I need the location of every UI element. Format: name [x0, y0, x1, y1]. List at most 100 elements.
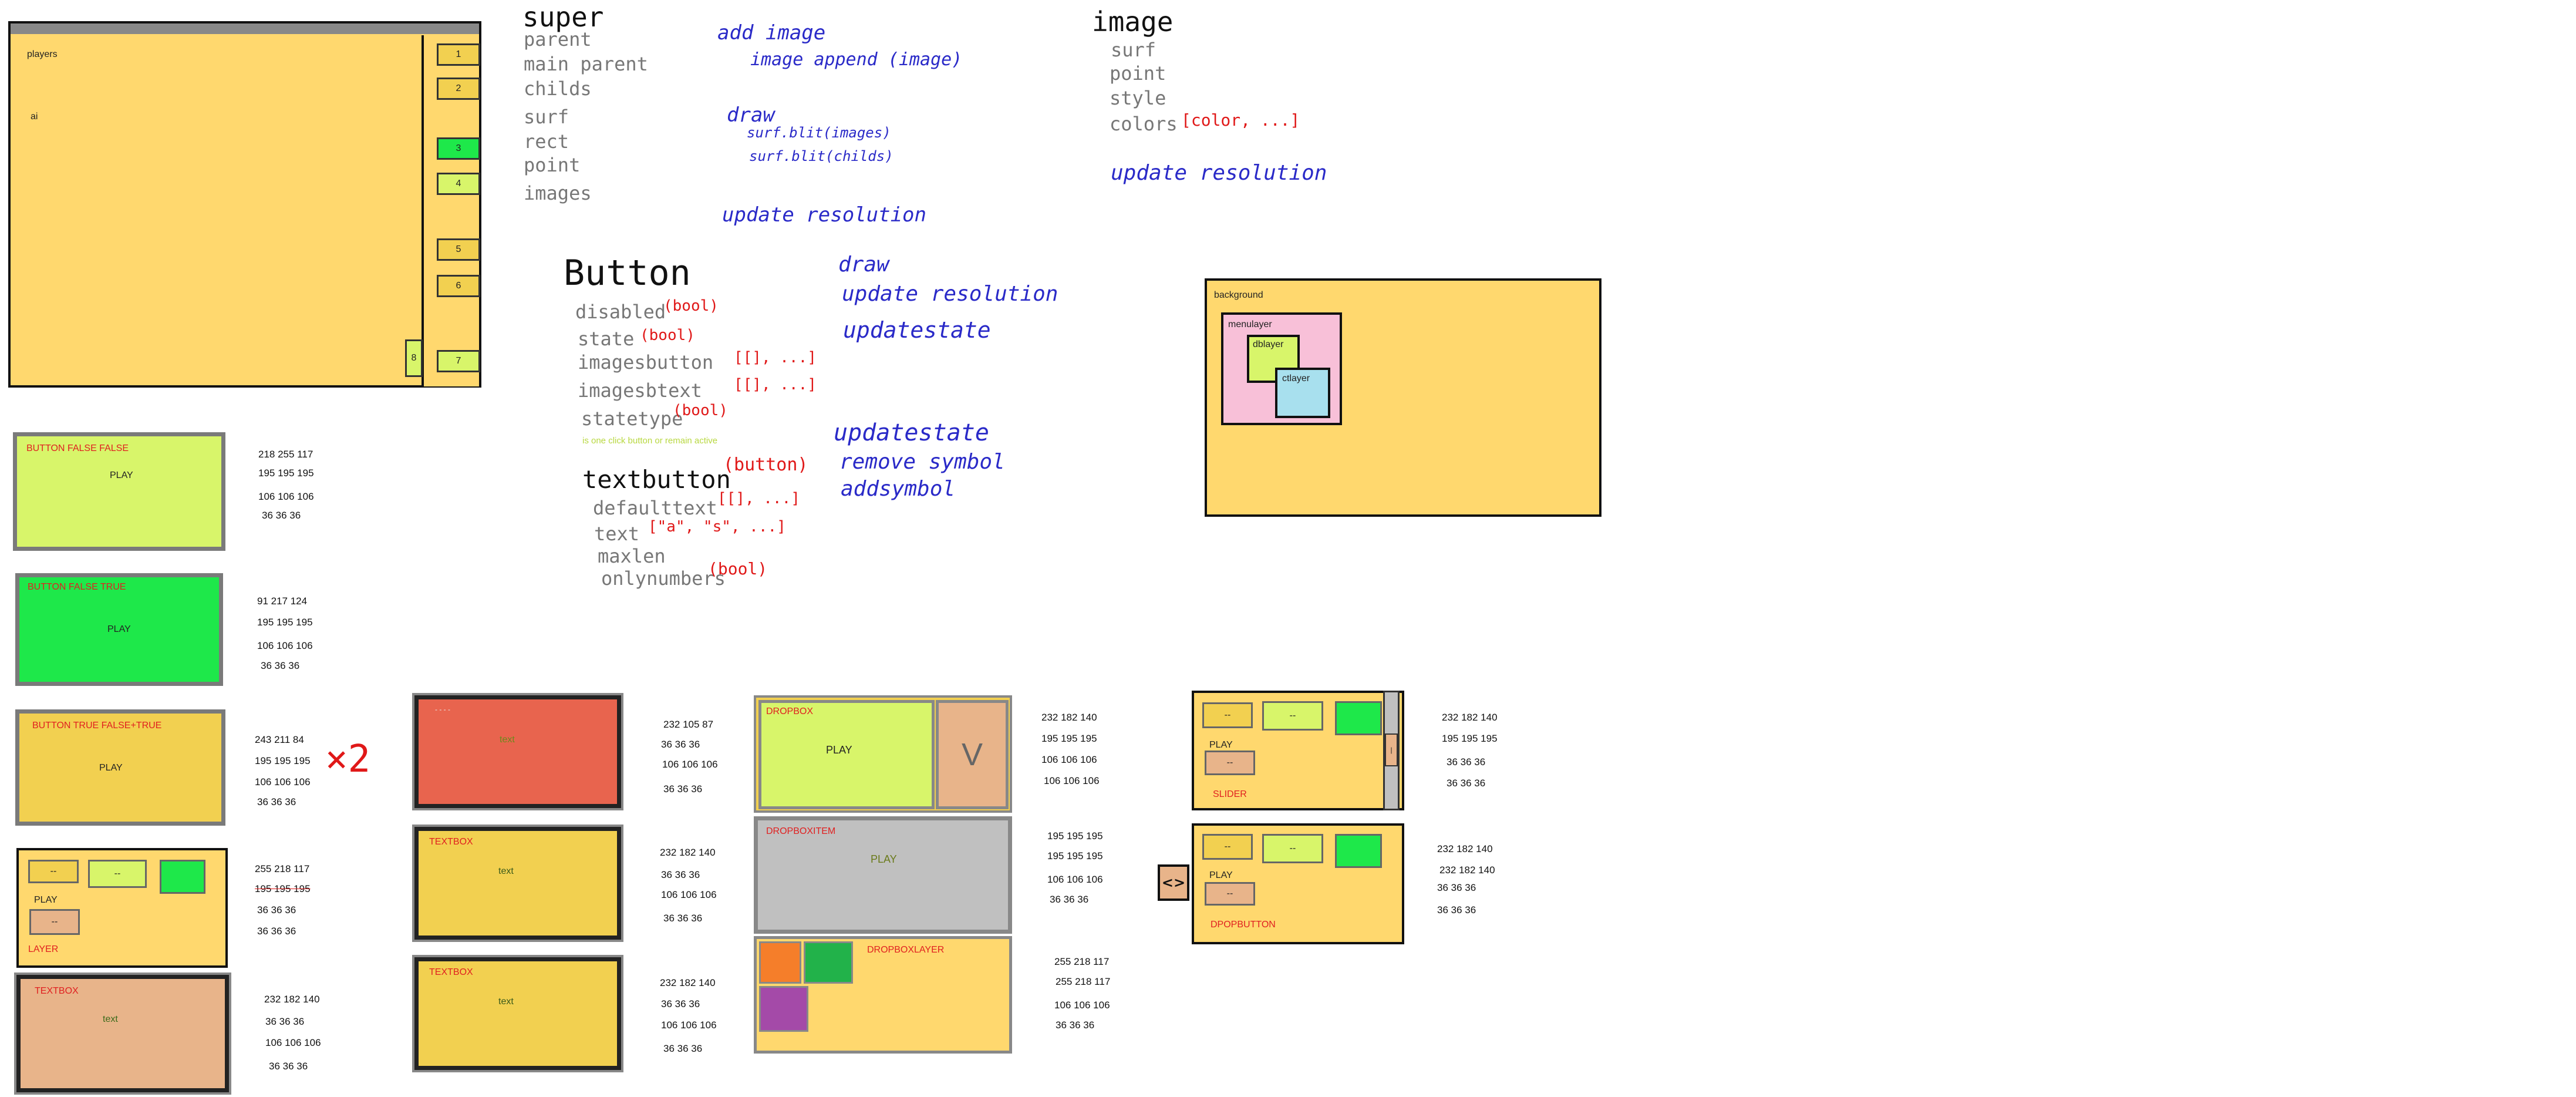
slider-num-2: 195 195 195 [1442, 733, 1498, 744]
button-field-imagesbutton: imagesbutton [578, 351, 714, 373]
side-button-6[interactable]: 6 [437, 275, 480, 297]
dropbox-num-1: 232 182 140 [1041, 712, 1097, 723]
dpop-play: PLAY [1209, 870, 1233, 880]
textbox-tan-text: text [103, 1014, 118, 1024]
tbg1-num-3: 106 106 106 [661, 889, 717, 900]
dpop-green-square[interactable] [1335, 834, 1382, 868]
button-updatestate: updatestate [843, 317, 991, 343]
button-tft-label: BUTTON TRUE FALSE+TRUE [32, 721, 162, 731]
textbutton-field-text-type: ["a", "s", ...] [648, 518, 786, 536]
textbox-gold-1[interactable]: TEXTBOX text [414, 827, 621, 940]
super-field-images: images [524, 182, 592, 204]
side-button-3[interactable]: 3 [437, 137, 480, 160]
dropboxlayer-orange-item[interactable] [759, 941, 801, 984]
dpopbutton-toggle[interactable]: <> [1158, 864, 1189, 901]
times-two-note: ×2 [325, 738, 371, 781]
textbox-gold-2-text: text [498, 997, 514, 1007]
dpop-small-a[interactable]: -- [1202, 834, 1253, 860]
button-false-true-label: BUTTON FALSE TRUE [28, 582, 126, 592]
side-button-4[interactable]: 4 [437, 173, 480, 195]
side-button-5[interactable]: 5 [437, 238, 480, 261]
side-button-7[interactable]: 7 [437, 350, 480, 372]
tft-num-4: 36 36 36 [257, 796, 296, 807]
dropbox[interactable]: DROPBOX PLAY V [754, 695, 1012, 813]
textbox-tan[interactable]: TEXTBOX text [16, 975, 229, 1092]
slider-num-4: 36 36 36 [1447, 778, 1486, 789]
layer-num-2: 195 195 195 [255, 883, 311, 894]
dropbox-main[interactable]: DROPBOX PLAY [758, 700, 935, 809]
tbred-num-3: 106 106 106 [662, 759, 718, 770]
button-false-false-label: BUTTON FALSE FALSE [26, 443, 129, 453]
slider-track[interactable]: | [1383, 691, 1400, 810]
super-field-surf: surf [524, 106, 569, 128]
textbutton-addsymbol: addsymbol [841, 477, 956, 501]
slider-small-a[interactable]: -- [1202, 702, 1253, 728]
slider-num-1: 232 182 140 [1442, 712, 1498, 723]
layer-small-b[interactable]: -- [88, 860, 147, 888]
dropboxlayer-green-item[interactable] [804, 941, 853, 984]
dbi-num-3: 106 106 106 [1047, 874, 1103, 885]
textbox-gold-1-label: TEXTBOX [429, 837, 473, 847]
tbtan-num-4: 36 36 36 [269, 1061, 308, 1072]
layer-num-3: 36 36 36 [257, 904, 296, 916]
dpop-num-2: 232 182 140 [1439, 864, 1495, 876]
slider-num-3: 36 36 36 [1447, 756, 1486, 768]
button-title: Button [564, 253, 691, 294]
side-button-1[interactable]: 1 [437, 43, 480, 66]
button-false-false[interactable]: BUTTON FALSE FALSE PLAY [13, 432, 225, 551]
side-tab-8[interactable]: 8 [405, 339, 423, 377]
textbox-red-text: text [500, 735, 515, 745]
dropboxitem[interactable]: DROPBOXITEM PLAY [754, 816, 1012, 934]
side-button-2[interactable]: 2 [437, 78, 480, 100]
slider-green-square[interactable] [1335, 701, 1382, 735]
tbred-num-4: 36 36 36 [663, 783, 703, 795]
tbtan-num-2: 36 36 36 [265, 1016, 305, 1027]
button-field-statetype: statetype [581, 408, 683, 430]
tbg2-num-3: 106 106 106 [661, 1019, 717, 1031]
button-field-disabled-type: (bool) [663, 297, 719, 315]
tft-num-1: 243 211 84 [255, 734, 304, 745]
dropbox-num-2: 195 195 195 [1041, 733, 1097, 744]
ft-num-2: 195 195 195 [257, 617, 313, 628]
textbox-red[interactable]: - - - - text [414, 695, 621, 808]
background-layer: background menulayer dblayer ctlayer [1205, 278, 1601, 517]
layer-small-a[interactable]: -- [28, 860, 79, 883]
button-update-resolution: update resolution [842, 282, 1058, 306]
slider-small-b[interactable]: -- [1262, 701, 1323, 731]
button-false-true-play: PLAY [107, 624, 131, 634]
dpop-small-c[interactable]: -- [1205, 882, 1255, 906]
button-field-disabled: disabled [575, 301, 666, 323]
background-label: background [1214, 290, 1263, 300]
dpop-num-1: 232 182 140 [1437, 843, 1493, 854]
button-false-true[interactable]: BUTTON FALSE TRUE PLAY [15, 573, 223, 686]
button-false-false-play: PLAY [110, 470, 133, 480]
image-field-style: style [1110, 87, 1166, 109]
slider-handle[interactable]: | [1385, 733, 1398, 766]
super-field-parent: parent [524, 28, 592, 51]
image-field-colors: colors [1110, 113, 1178, 135]
layer-play: PLAY [34, 895, 58, 905]
tbg2-num-4: 36 36 36 [663, 1043, 703, 1054]
ctlayer-label: ctlayer [1282, 373, 1310, 383]
slider-small-c[interactable]: -- [1205, 751, 1255, 775]
button-field-imagesbtext-type: [[], ...] [734, 376, 817, 393]
dpop-small-b[interactable]: -- [1262, 834, 1323, 863]
image-title: image [1092, 6, 1174, 38]
textbox-gold-2[interactable]: TEXTBOX text [414, 957, 621, 1070]
super-field-childs: childs [524, 78, 592, 100]
button-true-false-true[interactable]: BUTTON TRUE FALSE+TRUE PLAY [15, 709, 225, 826]
ctlayer: ctlayer [1275, 368, 1330, 418]
button-field-imagesbutton-type: [[], ...] [734, 349, 817, 366]
image-field-point: point [1110, 62, 1166, 85]
dropbox-arrow-button[interactable]: V [936, 700, 1009, 809]
tbred-num-2: 36 36 36 [661, 739, 700, 750]
layer-green-square[interactable] [160, 860, 205, 894]
tft-num-3: 106 106 106 [255, 776, 311, 788]
add-image-method: add image [717, 21, 826, 45]
super-title: super [522, 1, 604, 33]
layer-small-c[interactable]: -- [29, 909, 80, 935]
menulayer: menulayer dblayer ctlayer [1221, 312, 1342, 425]
dpop-num-4: 36 36 36 [1437, 904, 1476, 916]
dropboxlayer-purple-item[interactable] [759, 986, 808, 1032]
textbutton-field-text: text [594, 523, 640, 545]
